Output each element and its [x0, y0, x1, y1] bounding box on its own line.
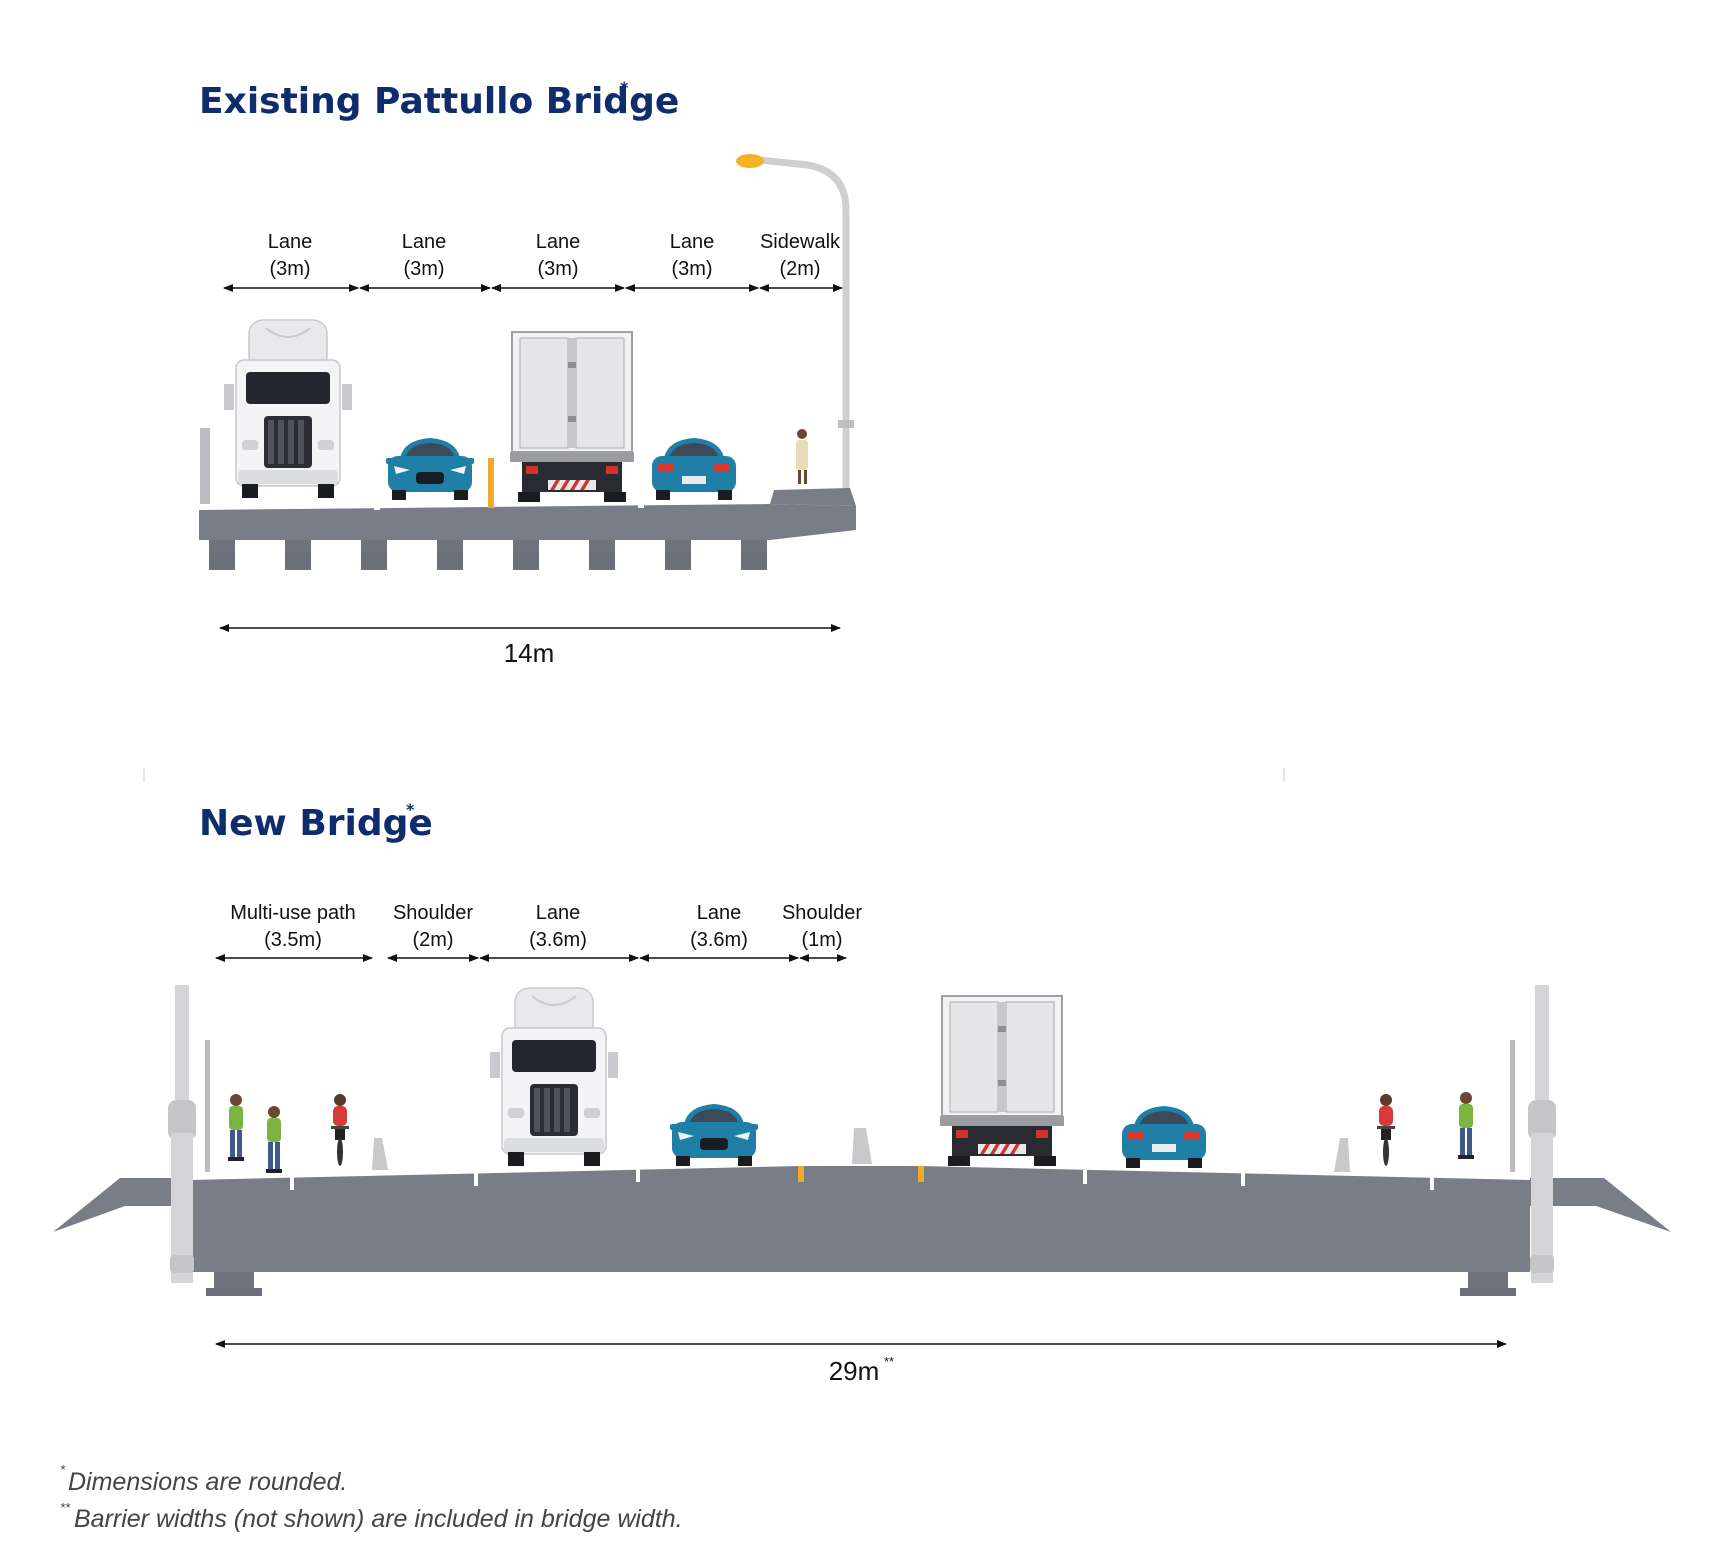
existing-total-width: 14m	[504, 638, 555, 668]
new-cyclist-left	[331, 1094, 349, 1166]
existing-median-bollard	[488, 458, 494, 508]
new-total-width: 29m	[829, 1356, 880, 1386]
footnote-1-text: Dimensions are rounded.	[68, 1468, 347, 1496]
new-pedestrian-3	[1458, 1092, 1474, 1159]
existing-bridge-title: Existing Pattullo Bridge	[199, 81, 679, 122]
new-segment-2-width: (2m)	[412, 929, 453, 951]
new-segment-1-width: (3.5m)	[264, 929, 322, 951]
new-segment-4-width: (3.6m)	[690, 929, 748, 951]
existing-title-marker: *	[620, 78, 629, 97]
new-segment-5-label: Shoulder	[782, 902, 862, 924]
existing-pedestrian	[796, 429, 808, 484]
new-segment-labels: Multi-use path (3.5m) Shoulder (2m) Lane…	[230, 902, 862, 951]
new-segment-3-label: Lane	[536, 902, 581, 924]
existing-segment-3-label: Lane	[536, 231, 581, 253]
new-car-rear	[1122, 1106, 1206, 1168]
existing-segment-labels: Lane (3m) Lane (3m) Lane (3m) Lane (3m) …	[268, 231, 841, 280]
footnote-1-marker: *	[60, 1462, 66, 1477]
footnote-2-marker: **	[60, 1500, 71, 1515]
existing-left-railing	[200, 428, 210, 504]
new-segment-5-width: (1m)	[801, 929, 842, 951]
existing-segment-5-label: Sidewalk	[760, 231, 841, 253]
new-cyclist-right	[1377, 1094, 1395, 1166]
new-segment-4-label: Lane	[697, 902, 742, 924]
new-right-tower	[1528, 985, 1556, 1283]
new-pedestrian-1	[228, 1094, 244, 1161]
footnote-2-text: Barrier widths (not shown) are included …	[74, 1505, 683, 1533]
new-title-marker: *	[406, 800, 415, 819]
new-left-tower	[168, 985, 196, 1283]
new-total-marker: **	[884, 1354, 894, 1369]
section-divider-right	[1283, 768, 1285, 782]
existing-segment-4-label: Lane	[670, 231, 715, 253]
existing-segment-1-width: (3m)	[269, 258, 310, 280]
existing-segment-2-width: (3m)	[403, 258, 444, 280]
existing-car-rear	[652, 438, 736, 500]
new-box-truck	[939, 995, 1065, 1167]
existing-semi-truck	[223, 319, 353, 499]
existing-deck	[199, 458, 856, 570]
new-deck	[53, 1040, 1671, 1296]
existing-bridge-section: Existing Pattullo Bridge * Lane (3m) Lan…	[199, 78, 856, 668]
existing-segment-3-width: (3m)	[537, 258, 578, 280]
new-bridge-section: New Bridge * Multi-use path (3.5m) Shoul…	[53, 800, 1671, 1386]
footnotes: * Dimensions are rounded. ** Barrier wid…	[60, 1462, 683, 1533]
new-segment-1-label: Multi-use path	[230, 902, 356, 924]
new-segment-3-width: (3.6m)	[529, 929, 587, 951]
existing-segment-1-label: Lane	[268, 231, 313, 253]
new-bridge-title: New Bridge	[199, 803, 433, 844]
new-car-front	[670, 1104, 758, 1166]
existing-car-front	[386, 438, 474, 500]
existing-segment-4-width: (3m)	[671, 258, 712, 280]
existing-segment-2-label: Lane	[402, 231, 447, 253]
section-divider-left	[143, 768, 145, 782]
new-pedestrian-2	[266, 1106, 282, 1173]
street-lamp	[736, 154, 854, 490]
existing-box-truck	[509, 331, 635, 503]
new-semi-truck	[489, 987, 619, 1167]
new-segment-2-label: Shoulder	[393, 902, 473, 924]
existing-segment-5-width: (2m)	[779, 258, 820, 280]
